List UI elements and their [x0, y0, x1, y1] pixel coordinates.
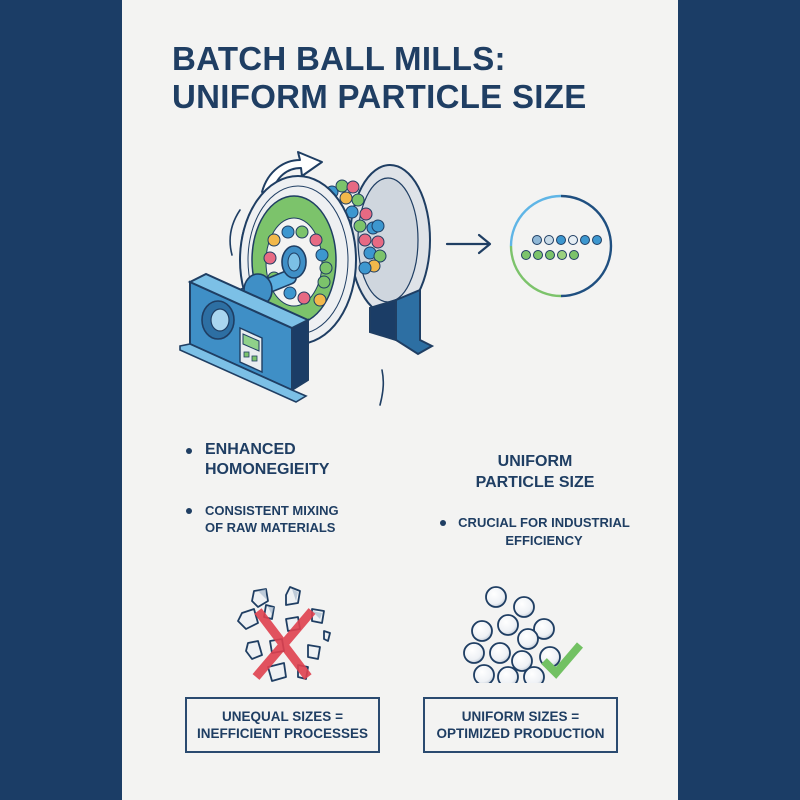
caption-line: OPTIMIZED PRODUCTION	[436, 726, 605, 741]
title-line-1: BATCH BALL MILLS:	[172, 40, 506, 77]
bullet-dot-icon	[186, 448, 192, 454]
page-title: BATCH BALL MILLS: UNIFORM PARTICLE SIZE	[172, 40, 587, 116]
caption-line: UNIFORM SIZES =	[461, 709, 580, 724]
irregular-fragments-red-x-icon	[237, 586, 331, 682]
caption-line: INEFFICIENT PROCESSES	[196, 726, 369, 741]
bullet-enhanced-homogeneity: ENHANCED HOMONEGIEITY	[186, 440, 386, 480]
bullet-line: OF RAW MATERIALS	[205, 520, 336, 535]
caption-uniform-sizes: UNIFORM SIZES = OPTIMIZED PRODUCTION	[423, 697, 618, 753]
heading-line: UNIFORM	[497, 453, 573, 470]
bullet-line: CRUCIAL FOR INDUSTRIAL	[458, 515, 630, 530]
bullet-line: ENHANCED	[205, 441, 296, 458]
bullet-line: HOMONEGIEITY	[205, 461, 330, 478]
title-line-2: UNIFORM PARTICLE SIZE	[172, 78, 587, 115]
bullet-line: EFFICIENCY	[505, 533, 583, 548]
heading-line: PARTICLE SIZE	[475, 474, 595, 491]
bullet-crucial-efficiency: CRUCIAL FOR INDUSTRIAL EFFICIENCY	[420, 514, 650, 550]
uniform-particles-circle-icon	[509, 194, 613, 298]
uniform-spheres-green-check-icon	[463, 586, 583, 683]
bullet-line: CONSISTENT MIXING	[205, 503, 339, 518]
right-column: UNIFORM PARTICLE SIZE CRUCIAL FOR INDUST…	[420, 451, 650, 550]
bullet-dot-icon	[440, 520, 447, 526]
right-arrow-icon	[445, 233, 492, 255]
bullet-text: CONSISTENT MIXING OF RAW MATERIALS	[205, 502, 339, 536]
bullet-text: CRUCIAL FOR INDUSTRIAL EFFICIENCY	[458, 514, 630, 550]
bullet-consistent-mixing: CONSISTENT MIXING OF RAW MATERIALS	[186, 502, 386, 536]
uniform-particle-size-heading: UNIFORM PARTICLE SIZE	[420, 451, 650, 493]
bullet-dot-icon	[186, 508, 192, 514]
bullet-text: ENHANCED HOMONEGIEITY	[205, 440, 329, 480]
ball-mill-icon	[179, 151, 435, 406]
caption-line: UNEQUAL SIZES =	[222, 709, 343, 724]
left-bullet-list: ENHANCED HOMONEGIEITY CONSISTENT MIXING …	[186, 440, 386, 536]
caption-unequal-sizes: UNEQUAL SIZES = INEFFICIENT PROCESSES	[185, 697, 380, 753]
infographic-panel	[122, 0, 678, 800]
